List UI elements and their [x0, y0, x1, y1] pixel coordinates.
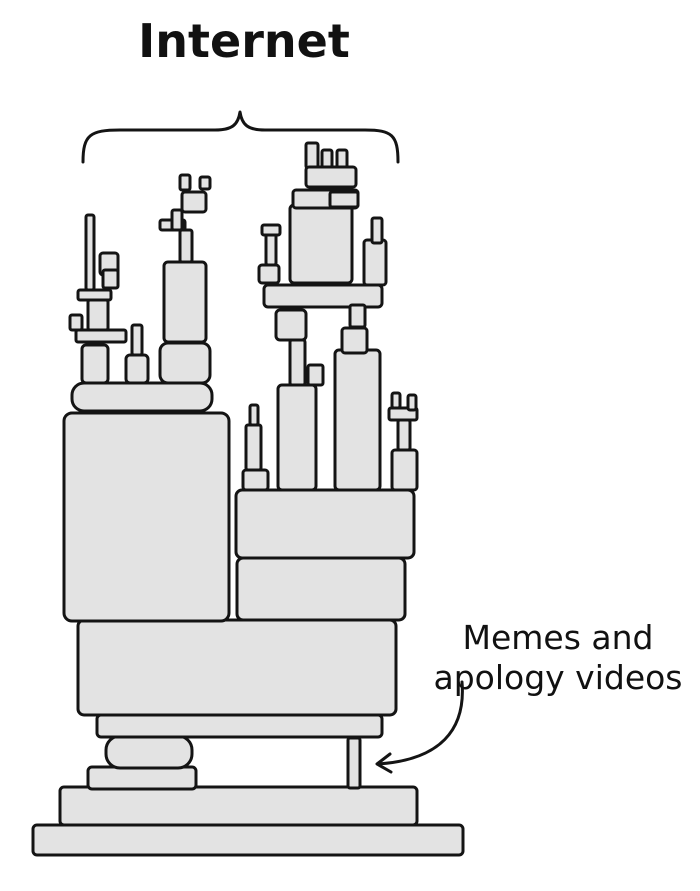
tower-block: [101, 268, 120, 290]
tower-block: [70, 381, 214, 413]
tower-block: [180, 190, 208, 214]
tower-block: [340, 326, 369, 355]
tower-block: [104, 734, 194, 770]
tower-block: [304, 165, 358, 189]
tower-block: [396, 418, 412, 452]
annotation-arrow: [376, 680, 464, 766]
tower-block: [86, 765, 198, 791]
tower-block: [244, 423, 263, 472]
arrow-head: [375, 752, 393, 774]
tower-block: [362, 238, 388, 287]
tower-block: [333, 348, 382, 492]
tower-block: [235, 556, 407, 622]
tower-block: [76, 618, 398, 717]
tower-block: [170, 208, 184, 232]
tower-block: [328, 190, 360, 209]
tower-block: [86, 298, 110, 332]
tower-block: [84, 213, 96, 292]
tower-block: [260, 223, 282, 237]
tower-block: [276, 383, 318, 492]
tower-block: [31, 823, 465, 857]
tower-block: [80, 343, 110, 385]
tower-block: [248, 403, 260, 427]
tower-block: [257, 263, 281, 285]
tower-block: [76, 288, 113, 302]
tower-block: [370, 216, 384, 245]
tower-block: [390, 448, 419, 492]
tower-block: [124, 353, 150, 385]
tower-block: [95, 713, 384, 739]
annotation-line-2: apology videos: [433, 658, 683, 697]
tower-block: [288, 203, 354, 285]
tower-block: [306, 363, 325, 387]
tower-block: [58, 785, 419, 827]
tower-block: [158, 341, 212, 385]
tower-block: [348, 303, 367, 329]
tower-block: [178, 173, 192, 192]
tower-block: [162, 260, 208, 344]
tower-block: [198, 175, 212, 191]
curly-brace: [81, 110, 400, 164]
tower-block: [234, 488, 416, 560]
tower-block: [288, 338, 307, 387]
diagram-title: Internet: [138, 14, 350, 68]
tower-block: [74, 328, 128, 344]
tower-block: [304, 141, 320, 170]
tower-block: [346, 736, 362, 790]
tower-block: [68, 313, 84, 332]
tower-block: [62, 411, 231, 623]
tower-block: [130, 323, 144, 357]
tower-block: [274, 308, 308, 342]
tower-block: [241, 468, 270, 492]
tower-block: [390, 391, 402, 410]
tower-block: [262, 283, 384, 309]
annotation-line-1: Memes and: [462, 618, 654, 657]
tower-block: [406, 393, 418, 412]
tower-block: [178, 228, 194, 264]
